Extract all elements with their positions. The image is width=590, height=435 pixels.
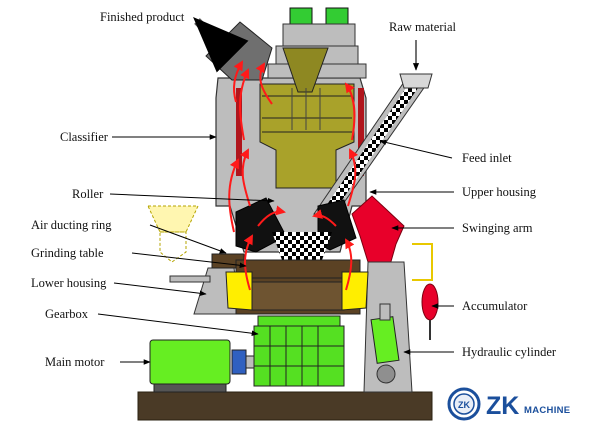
motor-coupling bbox=[231, 349, 247, 375]
logo-emblem-text: ZK bbox=[458, 400, 470, 410]
feed-inlet-chute bbox=[313, 40, 433, 215]
hydraulic-cylinder bbox=[370, 303, 400, 364]
dashed-outlines bbox=[147, 205, 433, 281]
brand-logo: ZK ZK MACHINE bbox=[440, 382, 580, 426]
leader-lines bbox=[97, 134, 454, 365]
label-air-ducting-ring: Air ducting ring bbox=[31, 218, 112, 232]
label-accumulator: Accumulator bbox=[462, 299, 528, 313]
finished-product-outlet bbox=[193, 17, 273, 81]
label-hydraulic-cylinder: Hydraulic cylinder bbox=[462, 345, 557, 359]
label-roller: Roller bbox=[72, 187, 104, 201]
foundation-base bbox=[137, 391, 433, 421]
label-gearbox: Gearbox bbox=[45, 307, 89, 321]
top-motor-right bbox=[325, 7, 349, 25]
label-finished-product: Finished product bbox=[100, 10, 185, 24]
air-flow-arrows bbox=[228, 60, 359, 291]
logo-sub: MACHINE bbox=[524, 405, 570, 416]
label-lower-housing: Lower housing bbox=[31, 276, 107, 290]
label-upper-housing: Upper housing bbox=[462, 185, 537, 199]
label-classifier: Classifier bbox=[60, 130, 109, 144]
label-feed-inlet: Feed inlet bbox=[462, 151, 512, 165]
label-raw-material: Raw material bbox=[389, 20, 457, 34]
logo-emblem-icon bbox=[447, 387, 481, 421]
grinding-table bbox=[235, 259, 361, 315]
label-swinging-arm: Swinging arm bbox=[462, 221, 533, 235]
main-motor bbox=[149, 339, 255, 393]
labels: Finished product Raw material Classifier… bbox=[31, 10, 557, 369]
label-main-motor: Main motor bbox=[45, 355, 105, 369]
label-grinding-table: Grinding table bbox=[31, 246, 104, 260]
accumulator bbox=[421, 283, 439, 340]
gearbox bbox=[253, 315, 345, 387]
logo-brand: ZK bbox=[486, 392, 519, 420]
top-motor-left bbox=[289, 7, 313, 25]
